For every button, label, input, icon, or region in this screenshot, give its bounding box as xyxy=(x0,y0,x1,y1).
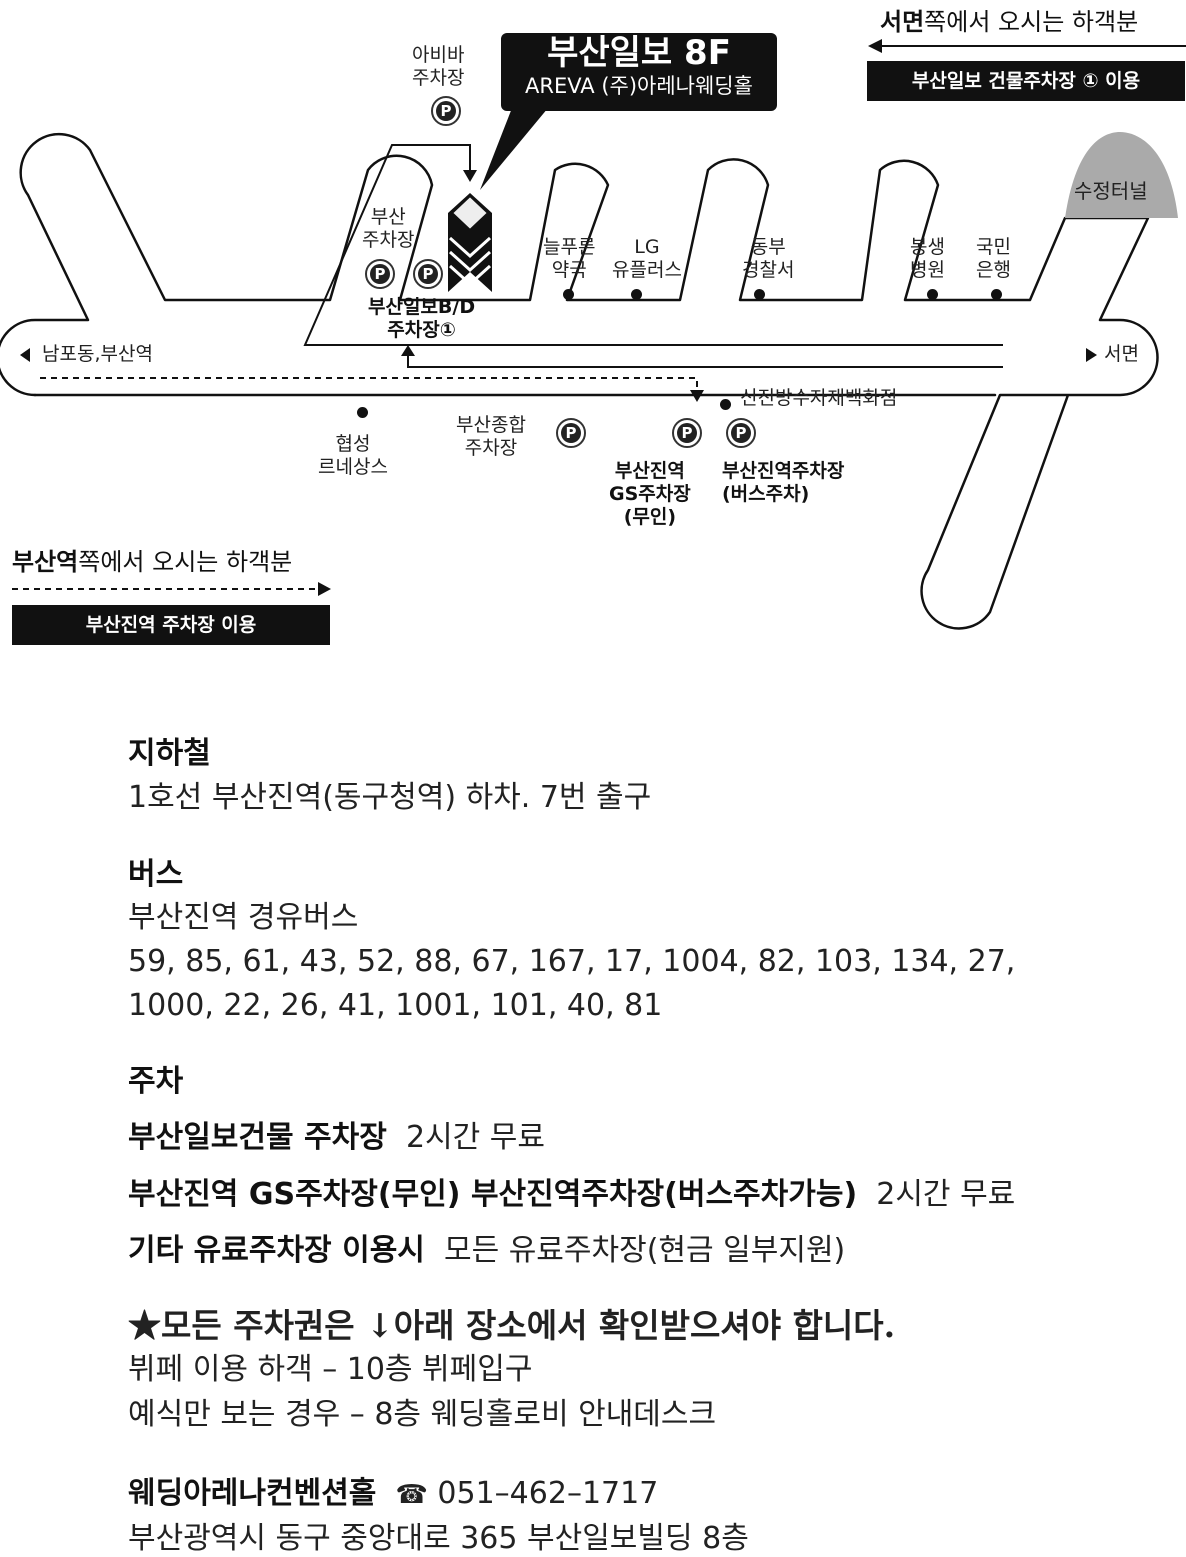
arrow-head-left xyxy=(20,348,30,362)
callout-subtitle: AREVA (주)아레나웨딩홀 xyxy=(525,74,753,98)
dongbu-dot xyxy=(754,289,765,300)
busanilbo-bd-parking-label: 부산일보B/D 주차장① xyxy=(368,296,476,341)
bongsaeng-dot xyxy=(927,289,938,300)
arrow-head-right xyxy=(1086,348,1097,362)
legend-seomyeon-bold: 서면 xyxy=(880,8,925,36)
kookmin-label: 국민 은행 xyxy=(976,236,1011,281)
hyeopseong-dot xyxy=(357,407,368,418)
lg-label: LG 유플러스 xyxy=(612,236,682,281)
road-map xyxy=(0,39,1186,630)
busanjin-parking-label: 부산진역주차장 (버스주차) xyxy=(722,460,845,505)
venue-phone: 051–462–1717 xyxy=(437,1476,659,1511)
right-end-label: 서면 xyxy=(1104,343,1139,365)
bongsaeng-label: 봉생 병원 xyxy=(910,236,945,281)
busan-station-parking-box: 부산진역 주차장 이용 xyxy=(12,605,330,645)
busan-jonghap-label: 부산종합 주차장 xyxy=(456,414,526,459)
arrow-head-down xyxy=(463,170,477,182)
legend-busan-rest: 쪽에서 오시는 하객분 xyxy=(78,548,293,576)
legend-seomyeon-rest: 쪽에서 오시는 하객분 xyxy=(924,8,1139,36)
busan-parking-icon: P xyxy=(365,259,395,289)
parking-row-1: 부산일보건물 주차장 2시간 무료 xyxy=(128,1120,545,1155)
abiba-parking-label: 아비바 주차장 xyxy=(412,44,465,89)
parking-title: 주차 xyxy=(128,1064,184,1099)
callout-title: 부산일보 8F xyxy=(547,33,731,73)
busanjin-gs-label: 부산진역 GS주차장 (무인) xyxy=(609,460,691,528)
bus-line-2: 59, 85, 61, 43, 52, 88, 67, 167, 17, 100… xyxy=(128,944,1016,979)
destination-callout: 부산일보 8F AREVA (주)아레나웨딩홀 xyxy=(501,33,777,111)
abiba-parking-icon: P xyxy=(431,96,461,126)
dongbu-label: 동부 경찰서 xyxy=(742,236,795,281)
neulpureun-label: 늘푸른 약국 xyxy=(543,236,596,281)
busan-jonghap-parking-icon: P xyxy=(556,418,586,448)
notice-line-2: 예식만 보는 경우 – 8층 웨딩홀로비 안내데스크 xyxy=(128,1397,717,1432)
kookmin-dot xyxy=(991,289,1002,300)
venue-row: 웨딩아레나컨벤션홀 ☎ 051–462–1717 xyxy=(128,1476,658,1513)
route-seomyeon-2 xyxy=(407,352,1003,368)
road-outline xyxy=(0,132,1159,630)
busanjin-parking-icon: P xyxy=(726,418,756,448)
busanilbo-parking-icon: P xyxy=(413,259,443,289)
left-end-label: 남포동,부산역 xyxy=(42,343,153,365)
phone-icon: ☎ xyxy=(395,1480,428,1510)
neulpureun-dot xyxy=(563,289,574,300)
legend-from-seomyeon: 서면쪽에서 오시는 하객분 xyxy=(880,2,1138,37)
arrow-head-up xyxy=(401,345,415,356)
subway-text: 1호선 부산진역(동구청역) 하차. 7번 출구 xyxy=(128,780,652,815)
legend-busan-bold: 부산역 xyxy=(12,548,79,576)
tunnel-label: 수정터널 xyxy=(1074,179,1148,203)
busan-parking-label: 부산 주차장 xyxy=(362,206,415,251)
busanilbo-building-icon xyxy=(448,193,492,292)
shinjin-label: 신진방수자재백화점 xyxy=(740,387,898,409)
notice-line-1: 뷔페 이용 하객 – 10층 뷔페입구 xyxy=(128,1352,533,1387)
route-seomyeon xyxy=(303,144,1003,346)
hyeopseong-label: 협성 르네상스 xyxy=(318,433,388,478)
arrow-head-down-2 xyxy=(690,390,704,402)
parking-row-2: 부산진역 GS주차장(무인) 부산진역주차장(버스주차가능) 2시간 무료 xyxy=(128,1177,1016,1212)
bus-line-3: 1000, 22, 26, 41, 1001, 101, 40, 81 xyxy=(128,988,663,1023)
busanjin-gs-parking-icon: P xyxy=(672,418,702,448)
shinjin-dot xyxy=(720,399,731,410)
parking-row-3: 기타 유료주차장 이용시 모든 유료주차장(현금 일부지원) xyxy=(128,1233,846,1268)
seomyeon-parking-box: 부산일보 건물주차장 ① 이용 xyxy=(867,61,1185,101)
lg-dot xyxy=(631,289,642,300)
arrow-head-left-top xyxy=(868,39,882,53)
route-busan-station xyxy=(40,377,698,395)
bus-title: 버스 xyxy=(128,857,184,892)
venue-name: 웨딩아레나컨벤션홀 xyxy=(128,1476,377,1511)
venue-address: 부산광역시 동구 중앙대로 365 부산일보빌딩 8층 xyxy=(128,1521,749,1556)
tunnel-shape xyxy=(1065,132,1178,218)
bus-line-1: 부산진역 경유버스 xyxy=(128,900,359,935)
callout-pointer xyxy=(480,108,548,190)
legend-from-busan-station: 부산역쪽에서 오시는 하객분 xyxy=(12,542,292,577)
subway-title: 지하철 xyxy=(128,736,211,771)
notice-title: ★모든 주차권은 ↓아래 장소에서 확인받으셔야 합니다. xyxy=(128,1306,896,1345)
arrow-head-right-bottom xyxy=(318,582,331,596)
